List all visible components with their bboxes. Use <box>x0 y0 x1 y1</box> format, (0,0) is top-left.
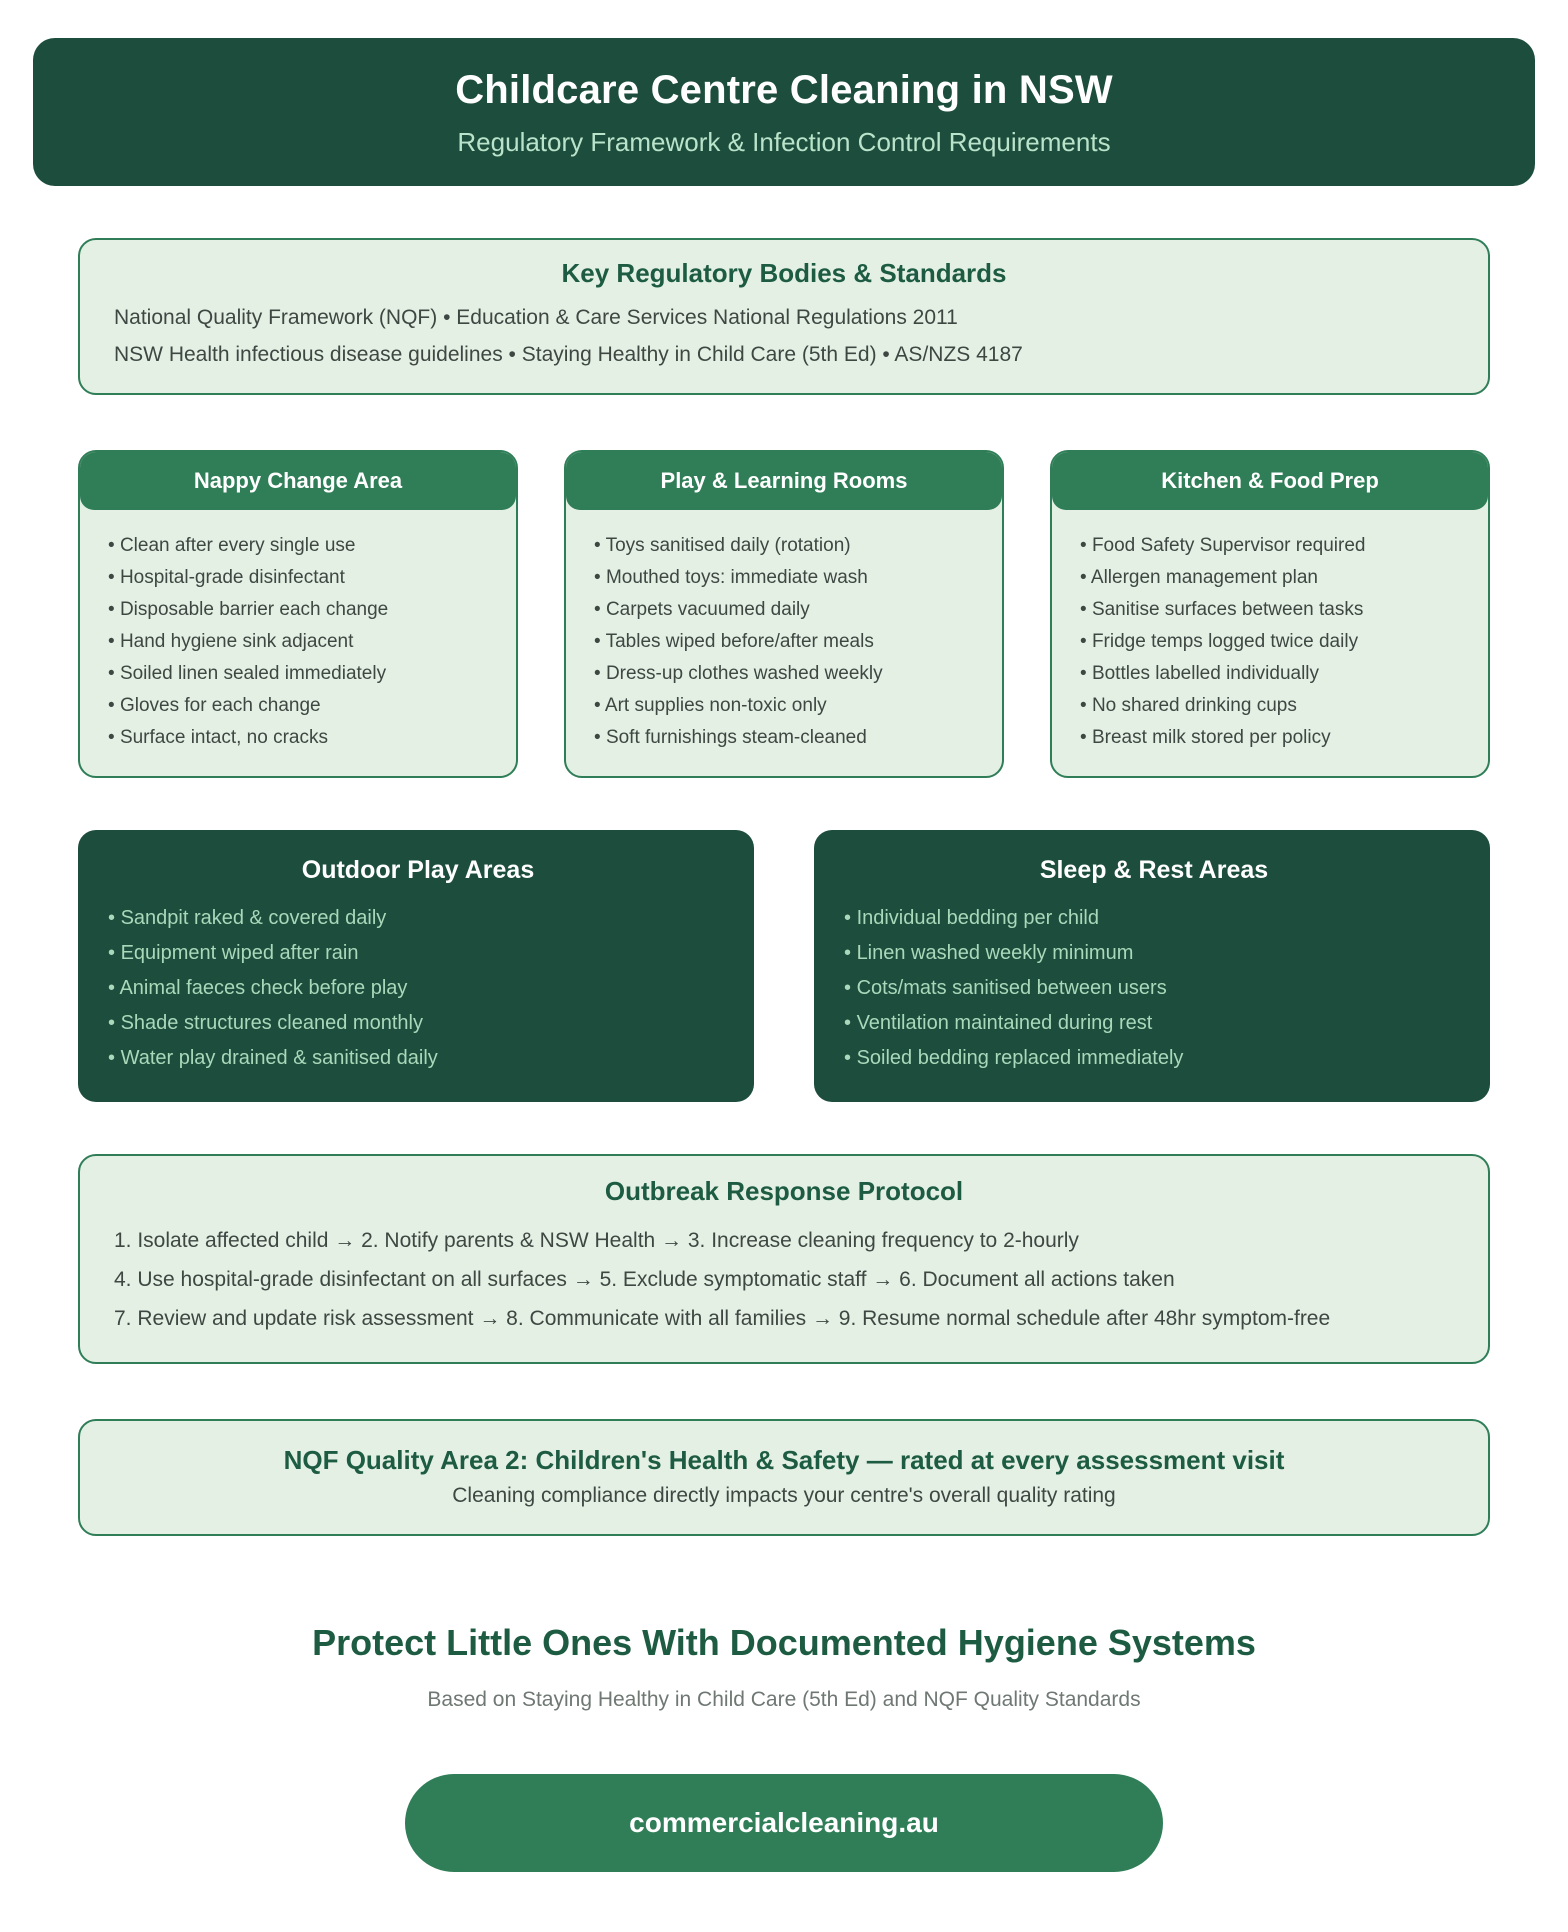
outbreak-box: Outbreak Response Protocol 1. Isolate af… <box>78 1154 1490 1364</box>
nqf-box: NQF Quality Area 2: Children's Health & … <box>78 1419 1490 1536</box>
checklist-item: Water play drained & sanitised daily <box>108 1041 728 1076</box>
checklist-item: Mouthed toys: immediate wash <box>594 562 984 594</box>
checklist-item: No shared drinking cups <box>1080 690 1470 722</box>
checklist-item: Clean after every single use <box>108 530 498 562</box>
checklist-item: Hand hygiene sink adjacent <box>108 626 498 658</box>
outbreak-step-line: 1. Isolate affected child → 2. Notify pa… <box>114 1229 1079 1252</box>
checklist-item: Art supplies non-toxic only <box>594 690 984 722</box>
checklist-item: Fridge temps logged twice daily <box>1080 626 1470 658</box>
dark-card: Sleep & Rest Areas Individual bedding pe… <box>814 830 1490 1102</box>
checklist-item: Equipment wiped after rain <box>108 936 728 971</box>
checklist-item: Tables wiped before/after meals <box>594 626 984 658</box>
dark-card: Outdoor Play Areas Sandpit raked & cover… <box>78 830 754 1102</box>
area-card-title: Kitchen & Food Prep <box>1052 452 1488 510</box>
area-card-list: Food Safety Supervisor required Allergen… <box>1052 510 1488 776</box>
outbreak-step-line: 7. Review and update risk assessment → 8… <box>114 1307 1331 1330</box>
page-title: Childcare Centre Cleaning in NSW <box>455 68 1113 112</box>
outbreak-steps: 1. Isolate affected child → 2. Notify pa… <box>114 1221 1454 1338</box>
checklist-item: Sandpit raked & covered daily <box>108 901 728 936</box>
regulatory-box: Key Regulatory Bodies & Standards Nation… <box>78 238 1490 395</box>
outbreak-title: Outbreak Response Protocol <box>604 1176 964 1206</box>
checklist-item: Surface intact, no cracks <box>108 722 498 754</box>
checklist-item: Hospital-grade disinfectant <box>108 562 498 594</box>
checklist-item: Carpets vacuumed daily <box>594 594 984 626</box>
area-card-title: Play & Learning Rooms <box>566 452 1002 510</box>
header-banner: Childcare Centre Cleaning in NSW Regulat… <box>33 38 1535 186</box>
footer: Protect Little Ones With Documented Hygi… <box>0 1622 1568 1872</box>
nqf-title: NQF Quality Area 2: Children's Health & … <box>283 1445 1285 1475</box>
checklist-item: Linen washed weekly minimum <box>844 936 1464 971</box>
checklist-item: Food Safety Supervisor required <box>1080 530 1470 562</box>
area-cards-row: Nappy Change Area Clean after every sing… <box>78 450 1490 778</box>
page-subtitle: Regulatory Framework & Infection Control… <box>457 127 1111 157</box>
checklist-item: Disposable barrier each change <box>108 594 498 626</box>
checklist-item: Bottles labelled individually <box>1080 658 1470 690</box>
checklist-item: Soft furnishings steam-cleaned <box>594 722 984 754</box>
checklist-item: Soiled linen sealed immediately <box>108 658 498 690</box>
checklist-item: Dress-up clothes washed weekly <box>594 658 984 690</box>
dark-cards-row: Outdoor Play Areas Sandpit raked & cover… <box>78 830 1490 1102</box>
checklist-item: Breast milk stored per policy <box>1080 722 1470 754</box>
area-card-list: Clean after every single use Hospital-gr… <box>80 510 516 776</box>
footer-heading: Protect Little Ones With Documented Hygi… <box>312 1622 1256 1663</box>
checklist-item: Gloves for each change <box>108 690 498 722</box>
dark-card-list: Sandpit raked & covered daily Equipment … <box>108 901 728 1076</box>
checklist-item: Toys sanitised daily (rotation) <box>594 530 984 562</box>
regulatory-line: NSW Health infectious disease guidelines… <box>114 343 1023 366</box>
dark-card-list: Individual bedding per child Linen washe… <box>844 901 1464 1076</box>
checklist-item: Allergen management plan <box>1080 562 1470 594</box>
checklist-item: Animal faeces check before play <box>108 971 728 1006</box>
area-card-title: Nappy Change Area <box>80 452 516 510</box>
regulatory-lines: National Quality Framework (NQF) • Educa… <box>114 299 1454 373</box>
area-card: Kitchen & Food Prep Food Safety Supervis… <box>1050 450 1490 778</box>
dark-card-title: Sleep & Rest Areas <box>1039 856 1269 884</box>
checklist-item: Sanitise surfaces between tasks <box>1080 594 1470 626</box>
regulatory-line: National Quality Framework (NQF) • Educa… <box>114 306 958 329</box>
checklist-item: Cots/mats sanitised between users <box>844 971 1464 1006</box>
regulatory-title: Key Regulatory Bodies & Standards <box>561 258 1007 288</box>
nqf-subtitle: Cleaning compliance directly impacts you… <box>452 1484 1116 1507</box>
website-cta-button[interactable]: commercialcleaning.au <box>405 1774 1163 1872</box>
footer-tagline: Based on Staying Healthy in Child Care (… <box>427 1688 1141 1711</box>
checklist-item: Ventilation maintained during rest <box>844 1006 1464 1041</box>
dark-card-title: Outdoor Play Areas <box>301 856 535 884</box>
checklist-item: Individual bedding per child <box>844 901 1464 936</box>
checklist-item: Shade structures cleaned monthly <box>108 1006 728 1041</box>
area-card: Nappy Change Area Clean after every sing… <box>78 450 518 778</box>
area-card: Play & Learning Rooms Toys sanitised dai… <box>564 450 1004 778</box>
checklist-item: Soiled bedding replaced immediately <box>844 1041 1464 1076</box>
area-card-list: Toys sanitised daily (rotation) Mouthed … <box>566 510 1002 776</box>
outbreak-step-line: 4. Use hospital-grade disinfectant on al… <box>114 1268 1175 1291</box>
